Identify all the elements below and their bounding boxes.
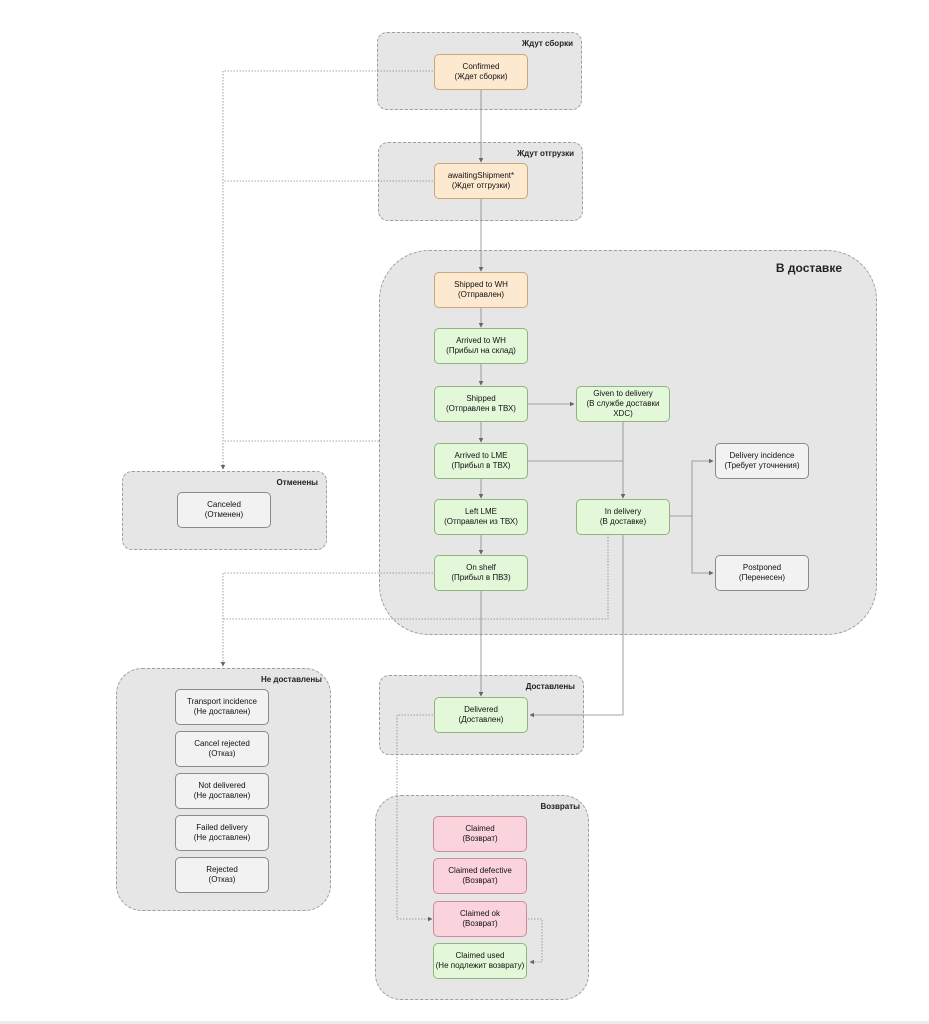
node-title: Claimed [465, 824, 495, 833]
node-subtitle: (Ждет отгрузки) [451, 181, 511, 190]
node-subtitle: (Прибыл в ТВХ) [451, 461, 511, 470]
node-confirmed[interactable]: Confirmed (Ждет сборки) [434, 54, 528, 90]
edge-indelivery-delivered [529, 534, 624, 718]
node-given-to-delivery[interactable]: Given to delivery (В службе доставки XDC… [576, 386, 670, 422]
node-title: Shipped to WH [454, 280, 508, 289]
node-in-delivery[interactable]: In delivery (В доставке) [576, 499, 670, 535]
node-subtitle: (Отправлен) [457, 290, 505, 299]
node-title: Delivered [464, 705, 498, 714]
node-delivered[interactable]: Delivered (Доставлен) [434, 697, 528, 733]
node-subtitle: (В доставке) [599, 517, 647, 526]
node-claimed-ok[interactable]: Claimed ok (Возврат) [433, 901, 527, 937]
node-subtitle: (Отменен) [204, 510, 244, 519]
node-subtitle: (Возврат) [462, 919, 498, 928]
node-subtitle: (Доставлен) [458, 715, 504, 724]
edge-indelivery-notdelivered [223, 534, 609, 620]
node-title: Delivery incidence [729, 451, 795, 460]
node-rejected[interactable]: Rejected (Отказ) [175, 857, 269, 893]
node-title: Failed delivery [196, 823, 248, 832]
node-title: Canceled [207, 500, 241, 509]
node-subtitle: (Не доставлен) [193, 707, 251, 716]
node-subtitle: (Возврат) [462, 834, 498, 843]
group-title: Ждут сборки [521, 39, 573, 48]
node-title: In delivery [604, 507, 642, 516]
node-failed-delivery[interactable]: Failed delivery (Не доставлен) [175, 815, 269, 851]
node-arrived-to-wh[interactable]: Arrived to WH (Прибыл на склад) [434, 328, 528, 364]
edge-claimedok-used [528, 918, 543, 965]
node-claimed[interactable]: Claimed (Возврат) [433, 816, 527, 852]
edge-to-incidence [691, 458, 714, 516]
node-subtitle: (Ждет сборки) [454, 72, 508, 81]
node-title: Not delivered [198, 781, 246, 790]
node-title: awaitingShipment* [447, 171, 515, 180]
node-on-shelf[interactable]: On shelf (Прибыл в ПВЗ) [434, 555, 528, 591]
node-shipped-to-wh[interactable]: Shipped to WH (Отправлен) [434, 272, 528, 308]
node-left-lme[interactable]: Left LME (Отправлен из ТВХ) [434, 499, 528, 535]
node-title: Claimed used [455, 951, 505, 960]
node-title: Postponed [742, 563, 782, 572]
node-transport-incidence[interactable]: Transport incidence (Не доставлен) [175, 689, 269, 725]
group-title: Ждут отгрузки [516, 149, 574, 158]
node-title: Claimed ok [459, 909, 500, 918]
node-title: Arrived to WH [456, 336, 506, 345]
node-subtitle: (Прибыл на склад) [446, 346, 516, 355]
edge-to-postponed [691, 516, 714, 576]
node-subtitle: (Отказ) [208, 875, 236, 884]
node-subtitle: (Не подлежит возврату) [435, 961, 525, 970]
node-claimed-defective[interactable]: Claimed defective (Возврат) [433, 858, 527, 894]
node-title: Transport incidence [187, 697, 257, 706]
node-subtitle: (Отправлен в ТВХ) [446, 404, 516, 413]
node-title: Given to delivery [593, 389, 653, 398]
edge-confirmed-canceled [220, 70, 433, 470]
node-subtitle: (Возврат) [462, 876, 498, 885]
group-title: Не доставлены [260, 675, 322, 684]
node-subtitle: (Перенесен) [738, 573, 786, 582]
group-title: Доставлены [525, 682, 575, 691]
node-title: Left LME [464, 507, 497, 516]
node-subtitle: (В службе доставки XDC) [586, 399, 660, 418]
node-cancel-rejected[interactable]: Cancel rejected (Отказ) [175, 731, 269, 767]
node-title: Shipped [466, 394, 496, 403]
node-awaiting-shipment[interactable]: awaitingShipment* (Ждет отгрузки) [434, 163, 528, 199]
node-title: Cancel rejected [194, 739, 250, 748]
node-subtitle: (Отправлен из ТВХ) [444, 517, 518, 526]
node-subtitle: (Не доставлен) [193, 791, 251, 800]
edge-delivered-claimedok [396, 714, 433, 922]
node-subtitle: (Отказ) [208, 749, 236, 758]
node-subtitle: (Требует уточнения) [724, 461, 800, 470]
node-title: Arrived to LME [454, 451, 508, 460]
node-shipped[interactable]: Shipped (Отправлен в ТВХ) [434, 386, 528, 422]
group-title: Отменены [276, 478, 318, 487]
node-arrived-to-lme[interactable]: Arrived to LME (Прибыл в ТВХ) [434, 443, 528, 479]
edge-onshelf-notdelivered [220, 572, 433, 667]
node-subtitle: (Не доставлен) [193, 833, 251, 842]
node-not-delivered[interactable]: Not delivered (Не доставлен) [175, 773, 269, 809]
bottom-divider [0, 1021, 929, 1024]
node-title: Claimed defective [448, 866, 512, 875]
node-title: On shelf [466, 563, 496, 572]
node-title: Confirmed [462, 62, 500, 71]
node-subtitle: (Прибыл в ПВЗ) [451, 573, 511, 582]
node-postponed[interactable]: Postponed (Перенесен) [715, 555, 809, 591]
node-delivery-incidence[interactable]: Delivery incidence (Требует уточнения) [715, 443, 809, 479]
group-title: Возвраты [540, 802, 580, 811]
group-title: В доставке [775, 261, 842, 275]
node-canceled[interactable]: Canceled (Отменен) [177, 492, 271, 528]
node-claimed-used[interactable]: Claimed used (Не подлежит возврату) [433, 943, 527, 979]
node-title: Rejected [206, 865, 238, 874]
